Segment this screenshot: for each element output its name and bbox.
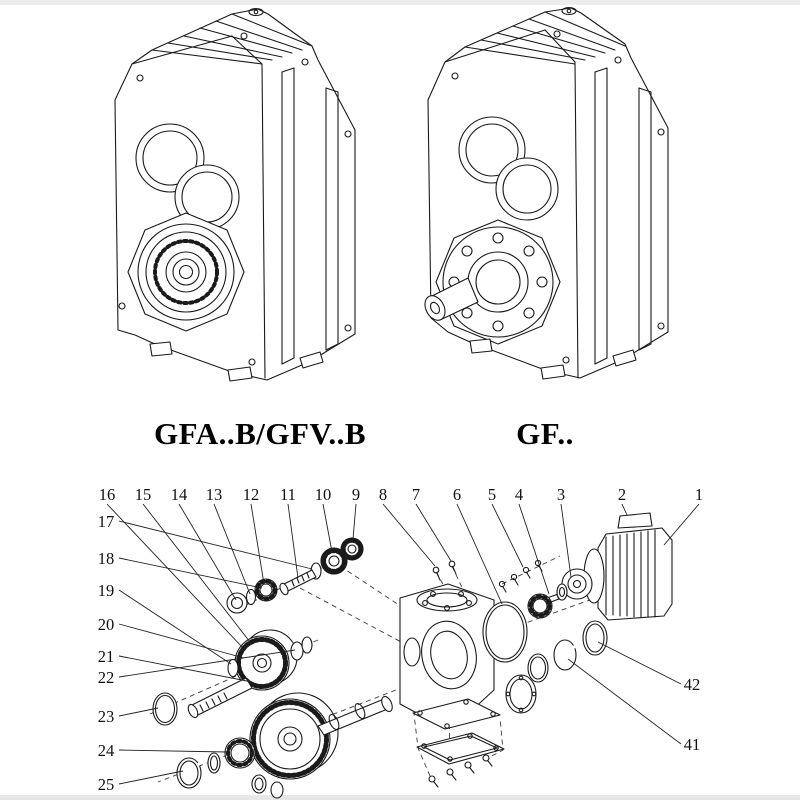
- exploded-parts-art: [152, 512, 673, 799]
- callout-numbers: 16 15 14 13 12 11 10 9 8 7 6 5 4 3 2 1 1…: [98, 485, 703, 794]
- output-bearing: [127, 212, 245, 332]
- output-gear-cluster: [176, 692, 393, 799]
- motor-drawing: [561, 512, 673, 621]
- callout-14: 14: [171, 485, 188, 504]
- input-bores: [135, 123, 240, 230]
- gear-housing: [399, 583, 495, 721]
- callout-13: 13: [206, 485, 223, 504]
- cover-and-gasket: [412, 674, 537, 788]
- intermediate-gear-cluster: [152, 629, 313, 726]
- figure-label-gfab-gfv: GFA..B/GFV..B: [153, 416, 367, 451]
- callout-5: 5: [488, 485, 496, 504]
- callout-3: 3: [557, 485, 565, 504]
- callout-17: 17: [98, 512, 115, 531]
- callout-leader-lines: [106, 503, 700, 785]
- input-side-parts: [482, 559, 608, 683]
- callout-24: 24: [98, 741, 115, 760]
- callout-2: 2: [618, 485, 626, 504]
- input-pinion-cluster: [226, 537, 364, 614]
- page-bottom-strip: [0, 795, 800, 800]
- page-top-strip: [0, 0, 800, 5]
- callout-15: 15: [135, 485, 152, 504]
- callout-25: 25: [98, 775, 115, 794]
- callout-4: 4: [515, 485, 523, 504]
- callout-23: 23: [98, 707, 115, 726]
- callout-10: 10: [315, 485, 332, 504]
- callout-9: 9: [352, 485, 360, 504]
- callout-42: 42: [684, 675, 701, 694]
- callout-19: 19: [98, 581, 115, 600]
- callout-12: 12: [243, 485, 260, 504]
- callout-20: 20: [98, 615, 115, 634]
- figure-gfab-gfv-drawing: [114, 7, 356, 382]
- exploded-parts-diagram: 16 15 14 13 12 11 10 9 8 7 6 5 4 3 2 1 1…: [98, 485, 703, 799]
- input-bores-gf: [458, 116, 559, 221]
- housing-bolts: [432, 560, 457, 581]
- figure-label-gf: GF..: [516, 416, 574, 451]
- callout-8: 8: [379, 485, 387, 504]
- figure-gf-drawing: [424, 6, 669, 380]
- callout-21: 21: [98, 647, 115, 666]
- callout-22: 22: [98, 668, 115, 687]
- callout-1: 1: [695, 485, 703, 504]
- callout-18: 18: [98, 549, 115, 568]
- callout-11: 11: [280, 485, 296, 504]
- output-flange-shaft: [424, 219, 561, 345]
- product-drawings: [114, 6, 669, 382]
- callout-16: 16: [99, 485, 116, 504]
- callout-41: 41: [684, 735, 701, 754]
- callout-6: 6: [453, 485, 461, 504]
- callout-7: 7: [412, 485, 420, 504]
